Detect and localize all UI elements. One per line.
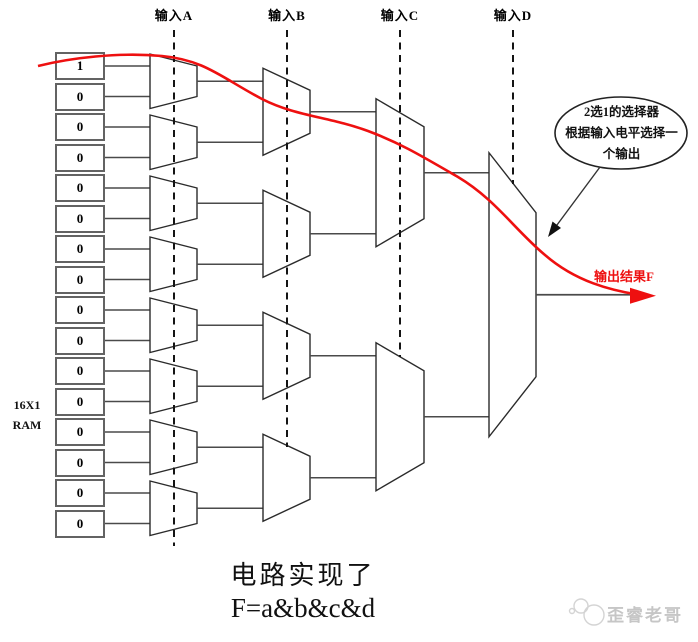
input-label-b: 输入B	[268, 8, 306, 23]
ram-cell-14: 0	[55, 479, 105, 507]
output-result-label: 输出结果F	[594, 269, 654, 284]
ram-cell-6: 0	[55, 235, 105, 263]
ram-cell-1: 0	[55, 82, 105, 111]
ram-cell-10: 0	[55, 357, 105, 385]
mux-stage4-1	[488, 150, 537, 439]
ram-cell-8: 0	[55, 296, 105, 324]
ram-cell-7: 0	[55, 265, 105, 294]
caption-line1: 电路实现了	[230, 561, 376, 590]
mux-annotation-callout: 2选1的选择器 根据输入电平选择一 个输出	[553, 98, 690, 168]
input-label-a: 输入A	[154, 8, 194, 23]
ram-cell-11: 0	[55, 387, 105, 416]
ram-size-label-line1: 16X1	[13, 398, 41, 412]
ram-cell-0: 1	[55, 52, 105, 80]
ram-size-label-line2: RAM	[12, 418, 42, 432]
mux-stage1-5	[149, 297, 198, 354]
ram-cell-2: 0	[55, 113, 105, 141]
caption-line2: F=a&b&c&d	[230, 593, 376, 623]
ram-cell-13: 0	[55, 448, 105, 477]
ram-cell-15: 0	[55, 509, 105, 538]
watermark-icon	[583, 604, 605, 626]
ram-size-label: 16X1 RAM	[2, 395, 52, 435]
annotation-line1: 2选1的选择器	[583, 104, 659, 119]
watermark-icon	[573, 598, 589, 614]
ram-cell-5: 0	[55, 204, 105, 233]
input-label-d: 输入D	[493, 8, 533, 23]
ram-cell-3: 0	[55, 143, 105, 172]
caption: 电路实现了 F=a&b&c&d	[153, 560, 453, 624]
annotation-line3: 个输出	[602, 146, 641, 161]
watermark-text: 歪睿老哥	[607, 606, 683, 625]
input-label-c: 输入C	[380, 8, 420, 23]
ram-cell-12: 0	[55, 418, 105, 446]
mux-stage2-4	[262, 433, 311, 523]
annotation-line2: 根据输入电平选择一	[565, 125, 678, 140]
annotation-arrowhead-icon	[548, 221, 561, 237]
ram-cell-9: 0	[55, 326, 105, 355]
mux-stage3-2	[375, 341, 425, 492]
annotation-leader-line	[553, 166, 601, 230]
watermark-icon	[568, 607, 576, 615]
ram-cell-4: 0	[55, 174, 105, 202]
